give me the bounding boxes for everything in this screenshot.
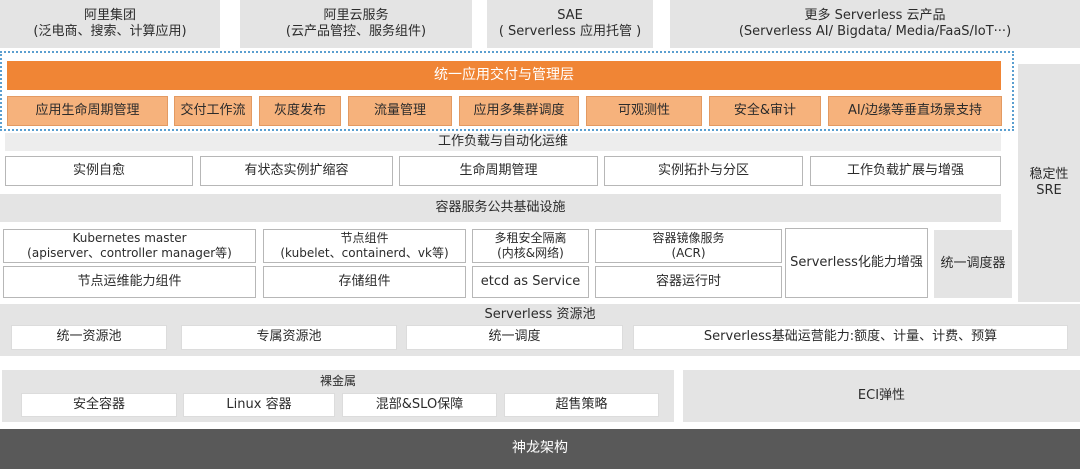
pool-item-operations: Serverless基础运营能力:额度、计量、计费、预算 xyxy=(633,325,1068,350)
pool-item-label: 专属资源池 xyxy=(256,329,322,345)
infra-serverless-enhance: Serverless化能力增强 xyxy=(785,228,928,298)
workload-item-label: 实例自愈 xyxy=(72,162,125,178)
infra-unified-scheduler: 统一调度器 xyxy=(934,230,1012,298)
bare-metal-item-label: 超售策略 xyxy=(555,396,608,412)
infra-runtime-label: 容器运行时 xyxy=(655,273,721,289)
infra-node-components: 节点组件 (kubelet、containerd、vk等) xyxy=(263,229,466,263)
bare-metal-title: 裸金属 xyxy=(319,374,356,388)
top-alibaba-group-title: 阿里集团 xyxy=(83,7,136,23)
top-more-serverless-title: 更多 Serverless 云产品 xyxy=(804,7,946,23)
infra-unified-scheduler-label: 统一调度器 xyxy=(940,255,1006,271)
unified-item-security: 安全&审计 xyxy=(709,96,821,126)
infra-runtime: 容器运行时 xyxy=(595,266,782,298)
unified-item-label: AI/边缘等垂直场景支持 xyxy=(847,102,983,118)
top-aliyun-services-subtitle: (云产品管控、服务组件) xyxy=(285,24,427,39)
infra-multi-tenant-line1: 多租安全隔离 xyxy=(494,231,567,245)
workload-item-label: 工作负载扩展与增强 xyxy=(846,162,964,178)
unified-layer-title-text: 统一应用交付与管理层 xyxy=(434,66,574,83)
bare-metal-item-oversell: 超售策略 xyxy=(504,393,659,417)
top-more-serverless: 更多 Serverless 云产品 (Serverless AI/ Bigdat… xyxy=(670,0,1080,48)
infra-etcd: etcd as Service xyxy=(472,266,589,298)
infra-serverless-enhance-label: Serverless化能力增强 xyxy=(790,254,923,270)
serverless-pool-title: Serverless 资源池 xyxy=(484,307,596,322)
infra-node-components-line2: (kubelet、containerd、vk等) xyxy=(280,246,449,260)
sre-line2: SRE xyxy=(1036,183,1062,198)
infra-node-ops: 节点运维能力组件 xyxy=(3,266,256,298)
top-sae: SAE ( Serverless 应用托管 ) xyxy=(487,0,653,48)
infra-multi-tenant: 多租安全隔离 (内核&网络) xyxy=(472,229,589,263)
shenlong-architecture: 神龙架构 xyxy=(0,429,1080,469)
infra-multi-tenant-line2: (内核&网络) xyxy=(497,246,564,260)
workload-item-stateful-scaling: 有状态实例扩缩容 xyxy=(200,156,393,186)
unified-layer-highlight xyxy=(0,51,1014,131)
shenlong-architecture-label: 神龙架构 xyxy=(512,440,568,457)
bare-metal-item-linux: Linux 容器 xyxy=(183,393,335,417)
infra-storage: 存储组件 xyxy=(263,266,466,298)
infra-image-service: 容器镜像服务 (ACR) xyxy=(595,229,782,263)
bare-metal-item-label: Linux 容器 xyxy=(226,396,292,412)
workload-item-label: 有状态实例扩缩容 xyxy=(244,162,349,178)
unified-item-canary: 灰度发布 xyxy=(259,96,341,126)
infra-storage-label: 存储组件 xyxy=(338,273,391,289)
unified-layer-title: 统一应用交付与管理层 xyxy=(7,61,1001,90)
unified-item-label: 流量管理 xyxy=(373,102,426,118)
infra-image-service-line1: 容器镜像服务 xyxy=(652,231,725,245)
unified-item-ai-edge: AI/边缘等垂直场景支持 xyxy=(828,96,1002,126)
unified-item-label: 灰度发布 xyxy=(273,102,326,118)
pool-item-unified: 统一资源池 xyxy=(11,325,167,350)
workload-title-text: 工作负载与自动化运维 xyxy=(437,133,568,149)
workload-item-lifecycle: 生命周期管理 xyxy=(399,156,598,186)
pool-item-label: 统一调度 xyxy=(488,329,541,345)
unified-item-traffic: 流量管理 xyxy=(348,96,452,126)
infra-node-ops-label: 节点运维能力组件 xyxy=(77,273,182,289)
top-sae-subtitle: ( Serverless 应用托管 ) xyxy=(498,24,642,39)
top-aliyun-services-title: 阿里云服务 xyxy=(323,7,389,23)
infra-etcd-label: etcd as Service xyxy=(480,273,581,289)
unified-item-label: 应用多集群调度 xyxy=(473,102,565,118)
infra-k8s-master-line1: Kubernetes master xyxy=(72,231,187,245)
eci-elastic-label: ECI弹性 xyxy=(857,387,906,403)
pool-item-label: 统一资源池 xyxy=(56,329,122,345)
workload-item-extension: 工作负载扩展与增强 xyxy=(810,156,1001,186)
workload-item-selfheal: 实例自愈 xyxy=(5,156,193,186)
unified-item-label: 应用生命周期管理 xyxy=(35,102,140,118)
infra-k8s-master-line2: (apiserver、controller manager等) xyxy=(27,246,232,260)
infra-title: 容器服务公共基础设施 xyxy=(0,194,1001,222)
workload-title: 工作负载与自动化运维 xyxy=(5,133,1001,151)
top-alibaba-group: 阿里集团 (泛电商、搜索、计算应用) xyxy=(0,0,220,48)
pool-item-scheduling: 统一调度 xyxy=(406,325,623,350)
top-aliyun-services: 阿里云服务 (云产品管控、服务组件) xyxy=(240,0,472,48)
workload-item-topology: 实例拓扑与分区 xyxy=(604,156,803,186)
top-sae-title: SAE xyxy=(557,7,583,23)
unified-item-multicluster: 应用多集群调度 xyxy=(459,96,579,126)
pool-item-dedicated: 专属资源池 xyxy=(181,325,397,350)
pool-item-label: Serverless基础运营能力:额度、计量、计费、预算 xyxy=(703,329,998,345)
unified-item-label: 安全&审计 xyxy=(733,102,797,118)
infra-title-text: 容器服务公共基础设施 xyxy=(435,199,566,215)
unified-item-label: 交付工作流 xyxy=(180,102,246,118)
infra-image-service-line2: (ACR) xyxy=(671,246,706,260)
bare-metal-item-colocation: 混部&SLO保障 xyxy=(342,393,497,417)
bare-metal-item-label: 混部&SLO保障 xyxy=(375,396,464,412)
unified-item-lifecycle: 应用生命周期管理 xyxy=(7,96,168,126)
unified-item-label: 可观测性 xyxy=(617,102,670,118)
infra-k8s-master: Kubernetes master (apiserver、controller … xyxy=(3,229,256,263)
sre-column: 稳定性 SRE xyxy=(1018,64,1080,302)
unified-item-observability: 可观测性 xyxy=(586,96,702,126)
eci-elastic: ECI弹性 xyxy=(683,370,1080,422)
workload-item-label: 实例拓扑与分区 xyxy=(657,162,749,178)
top-more-serverless-subtitle: (Serverless AI/ Bigdata/ Media/FaaS/IoT·… xyxy=(738,24,1012,39)
bare-metal-item-label: 安全容器 xyxy=(72,396,125,412)
unified-item-workflow: 交付工作流 xyxy=(174,96,252,126)
infra-node-components-line1: 节点组件 xyxy=(340,231,389,245)
bare-metal-item-secure: 安全容器 xyxy=(21,393,177,417)
top-alibaba-group-subtitle: (泛电商、搜索、计算应用) xyxy=(33,24,187,39)
sre-line1: 稳定性 xyxy=(1029,166,1069,182)
workload-item-label: 生命周期管理 xyxy=(459,162,538,178)
